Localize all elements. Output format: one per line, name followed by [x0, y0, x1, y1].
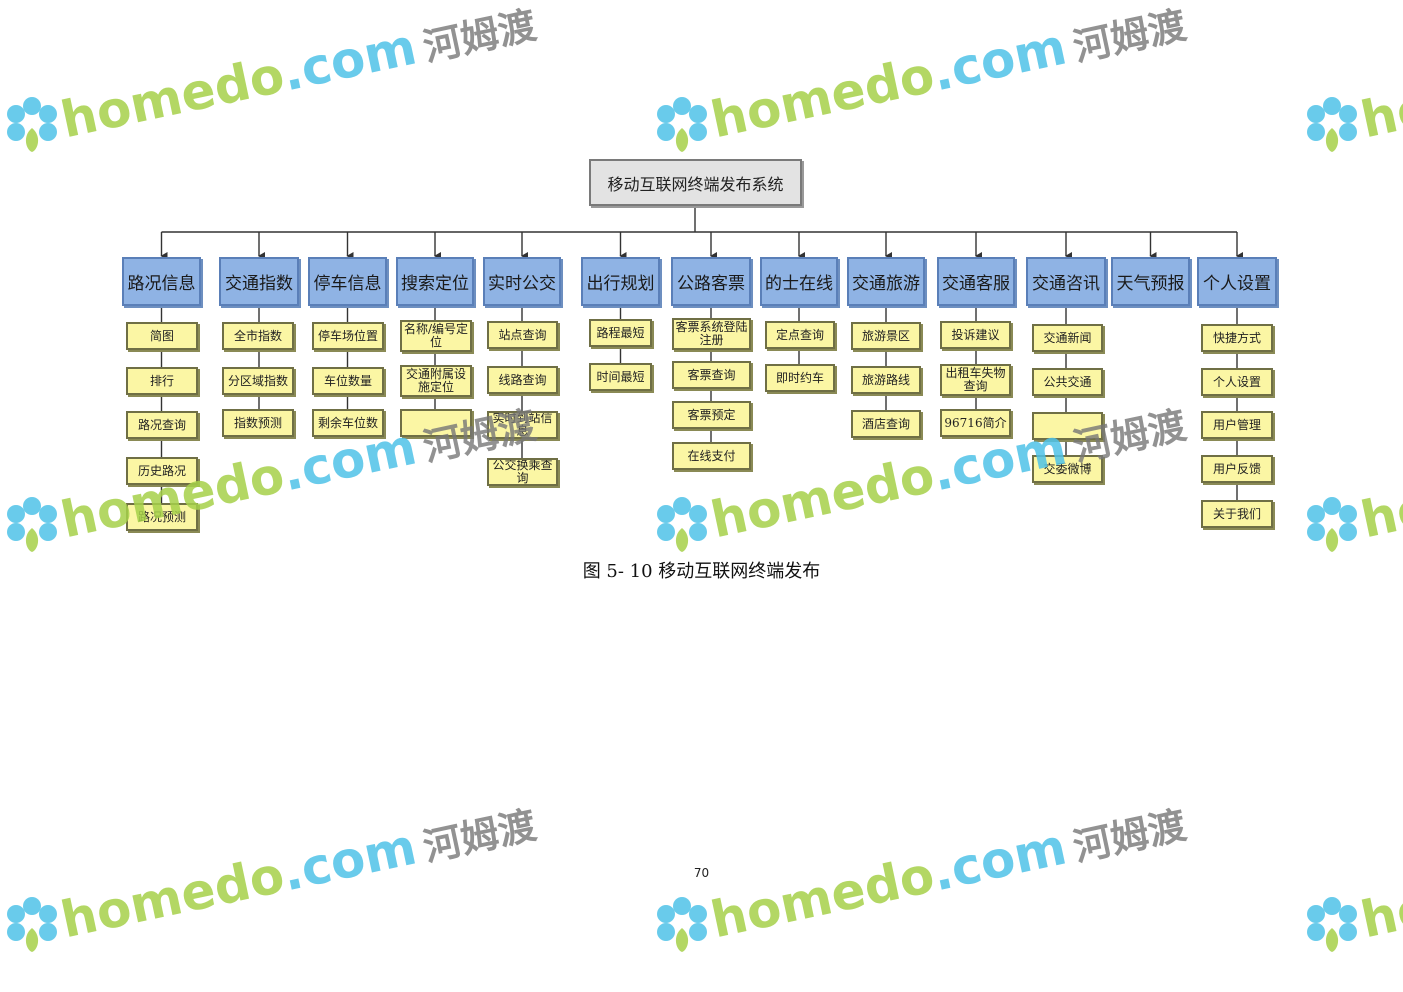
subitem-node: 分区域指数	[222, 367, 294, 395]
category-node: 的士在线	[760, 257, 838, 306]
root-node: 移动互联网终端发布系统	[589, 159, 802, 206]
subitem-node	[400, 409, 472, 437]
category-node: 停车信息	[308, 257, 387, 306]
page-number: 70	[693, 866, 710, 880]
subitem-node: 站点查询	[487, 321, 558, 349]
category-node: 交通指数	[219, 257, 299, 306]
subitem-node: 用户反馈	[1201, 455, 1273, 483]
subitem-node: 停车场位置	[312, 322, 384, 350]
subitem-node: 旅游景区	[851, 322, 921, 350]
subitem-node: 时间最短	[589, 363, 652, 391]
category-node: 个人设置	[1197, 257, 1277, 306]
subitem-node: 96716简介	[940, 409, 1011, 437]
subitem-node: 路程最短	[589, 319, 652, 347]
subitem-node: 公共交通	[1032, 368, 1103, 396]
subitem-node: 线路查询	[487, 366, 558, 394]
subitem-node: 在线支付	[672, 442, 751, 470]
subitem-node: 历史路况	[126, 457, 198, 485]
subitem-node: 剩余车位数	[312, 409, 384, 437]
category-node: 路况信息	[122, 257, 201, 306]
subitem-node: 客票预定	[672, 401, 751, 429]
subitem-node: 用户管理	[1201, 411, 1273, 439]
subitem-node: 交通附属设施定位	[400, 365, 472, 397]
subitem-node: 全市指数	[222, 322, 294, 350]
category-node: 交通客服	[937, 257, 1015, 306]
subitem-node: 名称/编号定位	[400, 320, 472, 352]
subitem-node: 客票系统登陆注册	[672, 318, 751, 350]
subitem-node: 酒店查询	[851, 410, 921, 438]
subitem-node: 公交换乘查询	[487, 458, 558, 486]
subitem-node: 关于我们	[1201, 500, 1273, 528]
category-node: 天气预报	[1111, 257, 1190, 306]
subitem-node: 路况查询	[126, 411, 198, 439]
subitem-node: 即时约车	[765, 364, 835, 392]
category-node: 公路客票	[671, 257, 751, 306]
subitem-node: 投诉建议	[940, 321, 1011, 349]
subitem-node: 路况预测	[126, 503, 198, 531]
subitem-node: 快捷方式	[1201, 324, 1273, 352]
category-node: 交通咨讯	[1026, 257, 1106, 306]
subitem-node: 交通新闻	[1032, 324, 1103, 352]
subitem-node: 交委微博	[1032, 455, 1103, 483]
subitem-node: 定点查询	[765, 321, 835, 349]
category-node: 实时公交	[483, 257, 561, 306]
figure-caption: 图 5- 10 移动互联网终端发布	[582, 561, 821, 582]
subitem-node: 指数预测	[222, 409, 294, 437]
subitem-node: 简图	[126, 322, 198, 350]
subitem-node: 出租车失物查询	[940, 364, 1011, 396]
subitem-node: 旅游路线	[851, 366, 921, 394]
subitem-node: 排行	[126, 367, 198, 395]
subitem-node: 实时到站信息	[487, 411, 558, 439]
subitem-node	[1032, 412, 1103, 440]
category-node: 出行规划	[581, 257, 660, 306]
category-node: 交通旅游	[847, 257, 925, 306]
category-node: 搜索定位	[396, 257, 474, 306]
subitem-node: 个人设置	[1201, 368, 1273, 396]
subitem-node: 车位数量	[312, 367, 384, 395]
subitem-node: 客票查询	[672, 361, 751, 389]
